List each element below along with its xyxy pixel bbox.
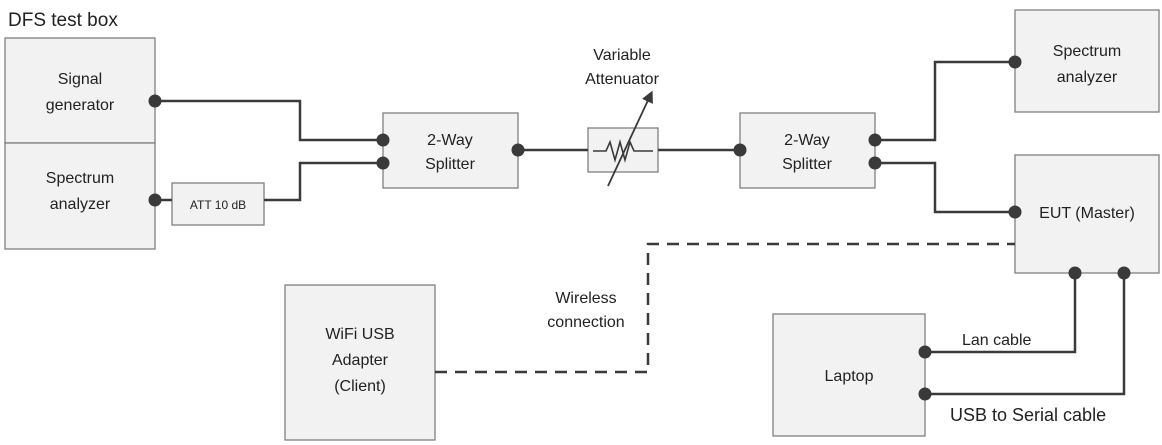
label-line: analyzer <box>50 196 111 213</box>
wire-siggen-to-splitter <box>155 99 383 142</box>
label-line: Laptop <box>825 368 874 385</box>
spectrum-analyzer-right-box: Spectrum analyzer <box>1014 9 1160 113</box>
port-dot <box>376 133 390 147</box>
label-line: Wireless <box>555 290 616 307</box>
port-dot <box>1008 205 1022 219</box>
label-line: generator <box>46 97 115 114</box>
label-line: WiFi USB <box>325 326 394 343</box>
spectrum-analyzer-right-label: Spectrum analyzer <box>1053 43 1121 86</box>
label-line: Attenuator <box>585 71 660 88</box>
label-line: analyzer <box>1057 69 1118 86</box>
wire-splitter-to-spectrum <box>875 60 1015 142</box>
label-line: Adapter <box>332 352 389 369</box>
label-line: Variable <box>593 47 651 64</box>
laptop-label: Laptop <box>825 368 874 385</box>
label-line: Spectrum <box>1053 43 1121 60</box>
att-10db-label: ATT 10 dB <box>190 198 246 212</box>
label-line: connection <box>547 314 624 331</box>
lan-cable-label: Lan cable <box>962 332 1031 349</box>
port-dot <box>918 387 932 401</box>
att-10db-box: ATT 10 dB <box>171 182 265 226</box>
label-line: Splitter <box>782 156 832 173</box>
port-dot <box>511 143 525 157</box>
diagram-title: DFS test box <box>8 10 118 31</box>
wifi-usb-adapter-box: WiFi USB Adapter (Client) <box>284 284 436 441</box>
port-dot <box>1008 55 1022 69</box>
port-dot <box>868 156 882 170</box>
laptop-box: Laptop <box>772 313 926 437</box>
port-dot <box>148 193 162 207</box>
port-dot <box>1117 266 1131 280</box>
wifi-usb-adapter-label: WiFi USB Adapter (Client) <box>325 326 394 395</box>
port-dot <box>376 156 390 170</box>
port-dot <box>1068 266 1082 280</box>
spectrum-analyzer-left-label: Spectrum analyzer <box>46 170 114 213</box>
wire-usb-serial-cable <box>925 273 1126 396</box>
wire-splitter-to-eut <box>875 161 1015 214</box>
port-dot <box>148 94 162 108</box>
resistor-symbol <box>593 139 653 163</box>
label-line: (Client) <box>334 378 386 395</box>
wire-att-to-splitter <box>264 161 383 202</box>
variable-arrow-icon <box>607 90 653 187</box>
label-line: 2-Way <box>784 132 830 149</box>
eut-master-box: EUT (Master) <box>1014 154 1160 274</box>
usb-serial-cable-label: USB to Serial cable <box>950 405 1106 425</box>
signal-generator-box: Signal generator <box>4 37 156 144</box>
spectrum-analyzer-left-box: Spectrum analyzer <box>4 142 156 250</box>
label-line: ATT 10 dB <box>190 198 246 212</box>
wire-wireless-connection <box>435 242 1015 374</box>
label-line: Splitter <box>425 156 475 173</box>
label-line: EUT (Master) <box>1039 205 1135 222</box>
label-line: Spectrum <box>46 170 114 187</box>
signal-generator-label: Signal generator <box>46 71 115 114</box>
label-line: Signal <box>58 71 102 88</box>
port-dot <box>733 143 747 157</box>
wireless-connection-label: Wireless connection <box>547 290 624 331</box>
wires <box>155 60 1126 396</box>
port-dot <box>918 345 932 359</box>
ports <box>148 55 1131 401</box>
wire-lan-cable <box>925 273 1077 354</box>
eut-master-label: EUT (Master) <box>1039 205 1135 222</box>
port-dot <box>868 133 882 147</box>
label-line: 2-Way <box>427 132 473 149</box>
